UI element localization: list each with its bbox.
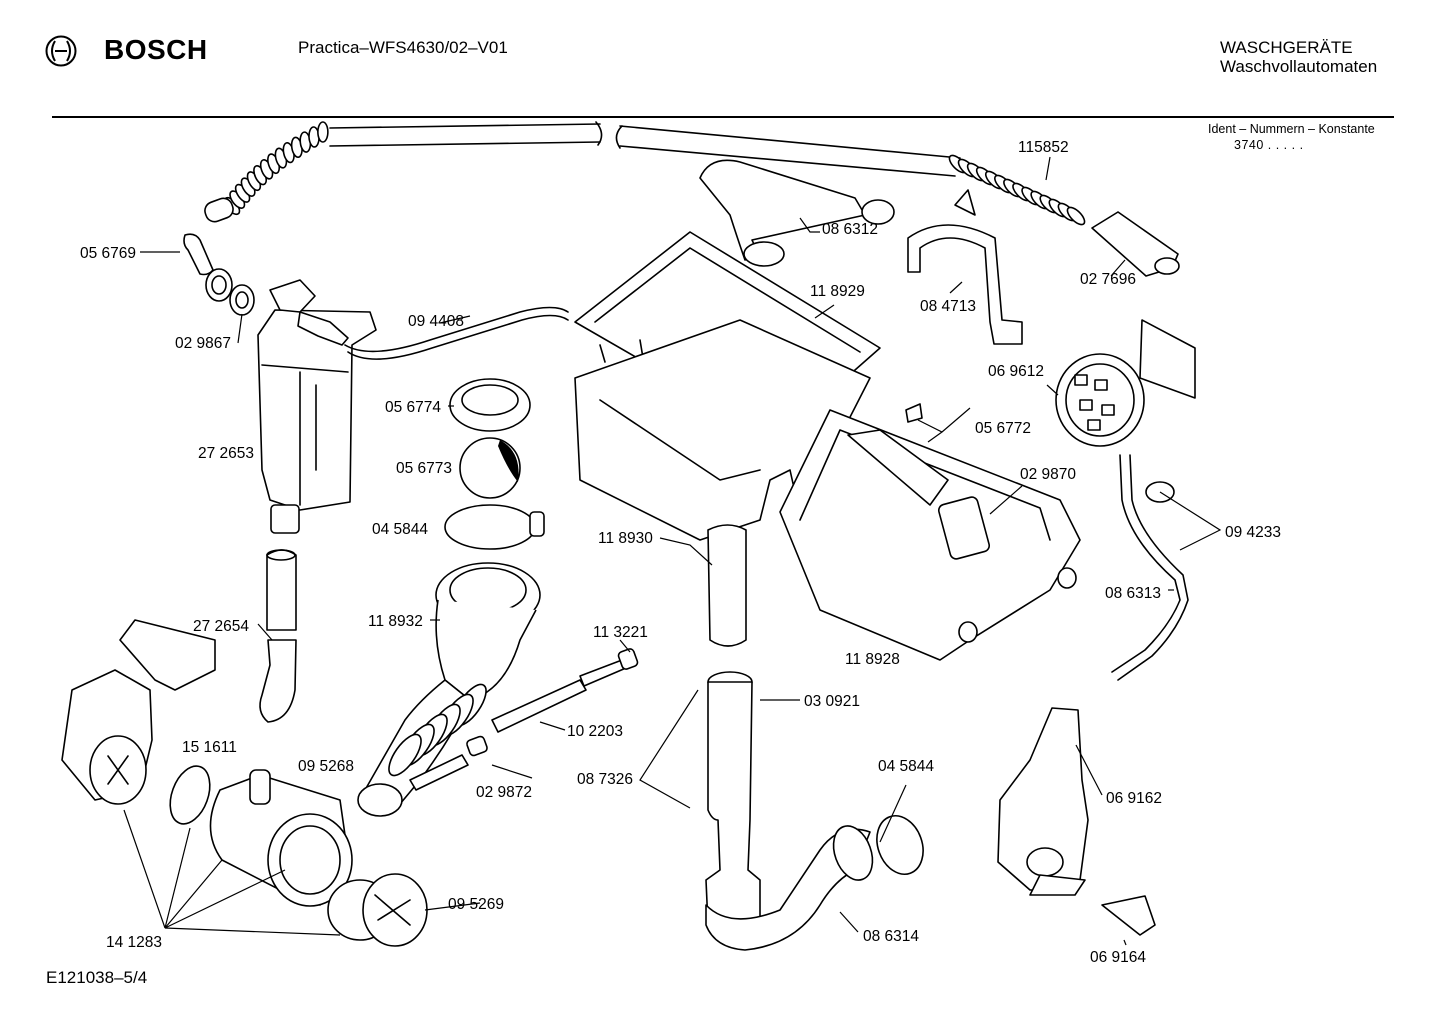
brand-name: BOSCH — [104, 34, 208, 65]
callout-069164: 06 9164 — [1090, 949, 1146, 966]
pressure-hose-drawing — [1111, 454, 1189, 681]
callout-095268: 09 5268 — [298, 758, 354, 775]
callout-118929: 11 8929 — [810, 283, 865, 300]
air-trap-container-drawing — [257, 279, 377, 534]
product-subcategory: Waschvollautomaten — [1220, 57, 1378, 76]
dispenser-hose-drawing — [699, 159, 866, 261]
elbow-and-rings-drawing — [183, 233, 255, 316]
switch-holder-drawing — [997, 707, 1156, 936]
callout-086313: 08 6313 — [1105, 585, 1161, 602]
dispenser-housing-drawing — [574, 319, 1081, 661]
callout-056773: 05 6773 — [396, 460, 452, 477]
leader-lines — [123, 156, 1222, 946]
sump-bellows-drawing — [357, 562, 541, 817]
callout-087326: 08 7326 — [577, 771, 633, 788]
product-category: WASCHGERÄTE — [1220, 38, 1353, 57]
callout-029867: 02 9867 — [175, 335, 231, 352]
model-designation: Practica–WFS4630/02–V01 — [298, 38, 508, 57]
ident-value: 3740 . . . . . — [1234, 138, 1304, 152]
callout-115852: 115852 — [1018, 139, 1069, 156]
callout-272653: 27 2653 — [198, 445, 254, 462]
callout-029870: 02 9870 — [1020, 466, 1076, 483]
pressure-switch-drawing — [1055, 319, 1196, 447]
callout-118930: 11 8930 — [598, 530, 653, 547]
callout-113221: 11 3221 — [593, 624, 648, 641]
bleed-hose-drawing — [344, 306, 569, 353]
callout-141283: 14 1283 — [106, 934, 162, 951]
callout-094408: 09 4408 — [408, 313, 464, 330]
callout-095269: 09 5269 — [448, 896, 504, 913]
callout-069162: 06 9162 — [1106, 790, 1162, 807]
callout-118932: 11 8932 — [368, 613, 423, 630]
seal-ball-clamp-drawing — [444, 378, 545, 550]
callout-118928: 11 8928 — [845, 651, 900, 668]
callout-056769: 05 6769 — [80, 245, 136, 262]
pump-filter-drawing — [327, 873, 428, 947]
callout-045844-b: 04 5844 — [878, 758, 934, 775]
callout-labels: 115852 08 6312 05 6769 11 8929 08 4713 0… — [80, 139, 1281, 966]
sealing-ring-drawing — [169, 765, 211, 825]
callout-029872: 02 9872 — [476, 784, 532, 801]
drawing-number: E121038–5/4 — [46, 968, 148, 987]
callout-102203: 10 2203 — [567, 723, 623, 740]
callout-094233: 09 4233 — [1225, 524, 1281, 541]
inlet-hose-drawing — [204, 121, 1086, 226]
callout-272654: 27 2654 — [193, 618, 249, 635]
callout-084713: 08 4713 — [920, 298, 976, 315]
ident-label: Ident – Nummern – Konstante — [1208, 122, 1375, 136]
drain-pipe-drawing — [705, 671, 924, 951]
callout-056774: 05 6774 — [385, 399, 441, 416]
bosch-armature-logo-icon — [45, 35, 77, 67]
callout-151611: 15 1611 — [182, 739, 237, 756]
callout-086314: 08 6314 — [863, 928, 919, 945]
callout-027696: 02 7696 — [1080, 271, 1136, 288]
short-hose-drawing — [259, 549, 297, 723]
header-rule — [52, 116, 1394, 118]
callout-045844-a: 04 5844 — [372, 521, 428, 538]
rods-drawing — [409, 648, 639, 791]
pump-housing-drawing — [209, 769, 353, 907]
drain-pump-drawing — [61, 619, 216, 805]
callout-056772: 05 6772 — [975, 420, 1031, 437]
callout-030921: 03 0921 — [804, 693, 860, 710]
callout-086312: 08 6312 — [822, 221, 878, 238]
hose-bracket-drawing — [907, 189, 1023, 345]
callout-069612: 06 9612 — [988, 363, 1044, 380]
